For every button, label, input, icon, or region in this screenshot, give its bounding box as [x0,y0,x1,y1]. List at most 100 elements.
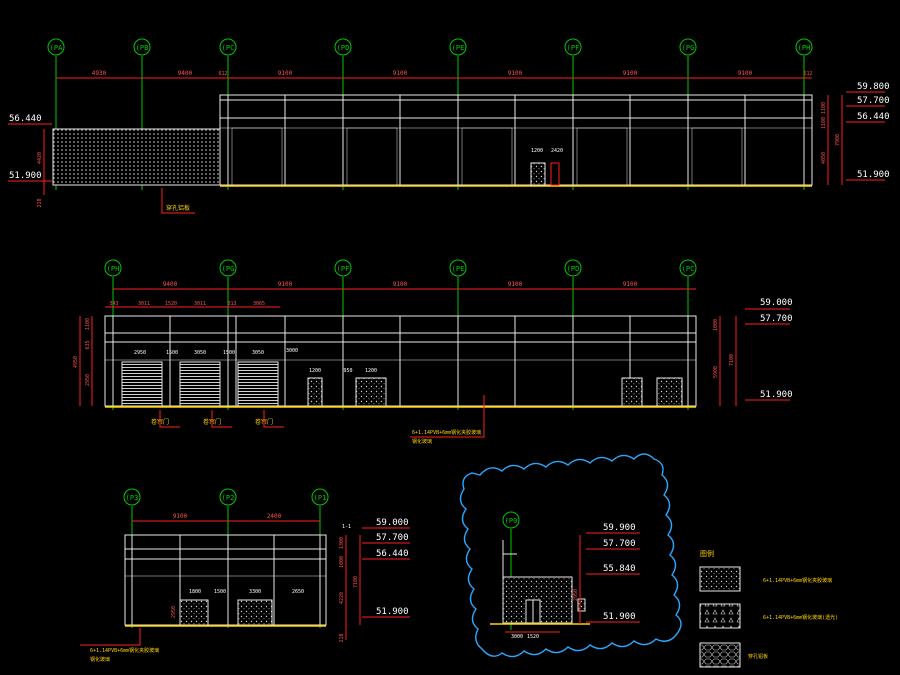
elevation-2: (PH (PG (PF (PE (PD (PC 9400 9100 9100 9… [73,259,793,445]
level-text: 51.900 [376,607,409,617]
dimension-text: 1500 [214,589,226,595]
elevation-1-top-dimensions: 4930 9400 612 9100 9100 9100 9100 9100 6… [56,70,813,79]
dimension-text: 7100 [353,576,359,588]
level-text: 59.000 [376,518,409,528]
dimension-text: 9100 [393,70,408,77]
note-leader [80,628,141,646]
axis-label: (PG [682,44,695,52]
dimension-text: 1500 [166,350,178,356]
section-tag: 1-1 [342,524,351,530]
legend-swatch [699,603,741,629]
dimension-text: 3300 [249,589,261,595]
material-note: 6+1.14PVB+6mm钢化夹胶玻璃 [412,429,481,436]
dimension-text: 1200 [309,368,321,374]
elevation-2-door-dims: 2950 1500 3050 1500 3050 3000 1200 1200 … [134,348,377,374]
dimension-text: 9100 [173,513,188,520]
note-leader [159,410,180,428]
axis-label: (P0 [505,517,518,525]
dimension-text: 1100 [821,102,827,114]
axis-label: (PE [452,44,465,52]
axis-label: (PA [50,44,63,52]
dimension-text: 2420 [551,148,563,154]
dimension-text: 9100 [393,281,408,288]
level-text: 51.900 [603,612,636,622]
glass-door [307,377,323,407]
rolling-shutter-door [179,361,221,407]
dimension-text: 3065 [253,301,265,307]
dimension-text: 2950 [85,374,91,386]
dimension-text: 210 [37,198,43,207]
elevation-3-axis-row: (P3 (P2 (P1 [123,488,329,628]
dimension-text: 612 [803,71,812,77]
small-window [577,598,586,612]
level-text: 59.000 [760,298,793,308]
axis-label: (PD [337,44,350,52]
elevation-2-facade [104,315,697,407]
dimension-text: 950 [343,368,352,374]
elevation-3-facade [124,534,327,626]
dimension-text: 3011 [138,301,150,307]
dimension-text: 1100 [85,318,91,330]
material-note: 钢化玻璃 [90,656,110,663]
legend-item-label: 6+1.14PVB+6mm钢化玻璃(透光) [763,614,838,621]
elevation-2-level-marks: 59.000 57.700 51.900 [745,298,793,401]
dimension-text: 9400 [163,281,178,288]
dimension-text: 9100 [738,70,753,77]
legend-item-label: 6+1.14PVB+6mm钢化夹胶玻璃 [763,577,832,584]
dimension-text: 4950 [73,356,79,368]
level-text: 59.800 [857,82,890,92]
dimension-text: 210 [339,633,345,642]
rolling-shutter-door [237,361,279,407]
elevation-3-level-marks: 59.000 57.700 56.440 51.900 [362,518,410,618]
elevation-4-level-marks: 59.900 57.700 55.840 51.900 [586,523,640,623]
axis-label: (PF [567,44,580,52]
elevation-2-top-dimensions: 9400 9100 9100 9100 9100 343 3011 1520 3… [105,281,696,308]
dimension-text: 9100 [508,281,523,288]
elevation-3-top-dimensions: 9100 2400 [132,513,320,522]
dimension-text: 2950 [573,589,579,601]
dimension-text: 313 [227,301,236,307]
dimension-text: 9100 [278,281,293,288]
elevation-4: (P0 3000 1520 2950 59.900 57.700 55.840 … [490,511,640,640]
dimension-text: 2950 [134,350,146,356]
legend-swatch [699,642,741,668]
entrance-door [530,162,546,186]
dimension-text: 1300 [339,537,345,549]
note-leader [410,395,485,438]
elevation-1: (PA (PB (PC (PD (PE (PF (PG (PH 4930 940… [8,38,890,214]
dimension-text: 1000 [339,556,345,568]
level-text: 55.840 [603,564,636,574]
dimension-text: 5900 [713,366,719,378]
level-text: 51.900 [857,170,890,180]
axis-label: (P3 [126,494,139,502]
dimension-text: 2950 [171,606,177,618]
elevation-3-door-dims: 1800 1500 3300 2650 2950 [171,589,304,618]
axis-label: (P1 [314,494,327,502]
elevation-1-level-marks: 59.800 57.700 56.440 51.900 [846,82,890,181]
dimension-text: 1800 [189,589,201,595]
note-leader [161,188,195,214]
axis-label: (PB [136,44,149,52]
dimension-text: 9100 [623,70,638,77]
glass-door [179,599,209,626]
dimension-text: 2650 [292,589,304,595]
level-text: 56.440 [376,549,409,559]
rolling-shutter-door [121,361,163,407]
elevation-2-right-dimensions: 1000 5900 7100 [713,316,737,406]
axis-label: (PG [222,265,235,273]
level-text: 51.900 [9,171,42,181]
dimension-text: 1200 [365,368,377,374]
level-text: 51.900 [760,390,793,400]
dimension-text: 9100 [623,281,638,288]
legend-item-label: 穿孔铝板 [748,653,768,660]
note-leader [263,410,284,428]
axis-label: (PF [337,265,350,273]
axis-label: (PH [107,265,120,273]
level-text: 57.700 [760,314,793,324]
dimension-text: 3050 [194,350,206,356]
elevation-3: (P3 (P2 (P1 9100 2400 1800 1500 3300 [80,488,410,663]
dimension-text: 2400 [267,513,282,520]
note-leader [211,410,232,428]
glass-door [621,377,643,407]
